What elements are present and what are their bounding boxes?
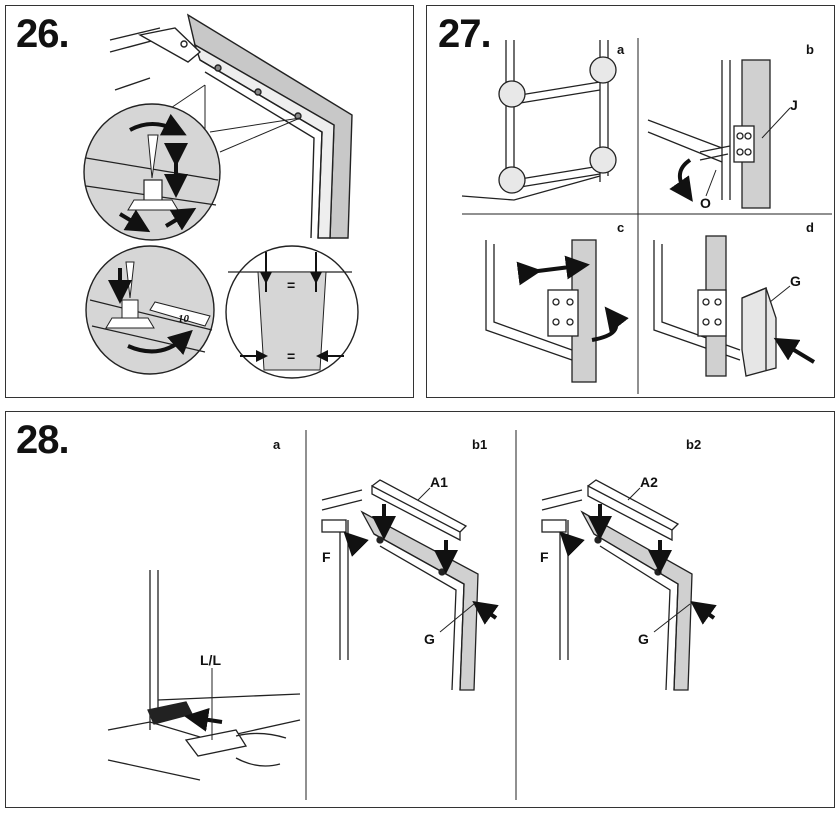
step26-detail-screw-adjust bbox=[83, 103, 221, 241]
sub-label-27d: d bbox=[806, 220, 814, 235]
step28b2-cover-a2 bbox=[541, 479, 717, 691]
callout-g-b2: G bbox=[638, 631, 649, 647]
step27a-door-brackets bbox=[461, 40, 617, 201]
callout-o: O bbox=[700, 195, 711, 211]
sub-label-28b2: b2 bbox=[686, 437, 702, 452]
callout-g-27d: G bbox=[790, 273, 801, 289]
step28a-spacer-tool bbox=[107, 570, 301, 781]
sub-label-28a: a bbox=[273, 437, 281, 452]
equal-sign-top: = bbox=[287, 277, 295, 293]
step27-dividers bbox=[462, 38, 832, 394]
callout-g-b1: G bbox=[424, 631, 435, 647]
step-number-26: 26. bbox=[16, 12, 70, 56]
sub-label-27b: b bbox=[806, 42, 814, 57]
step-number-27: 27. bbox=[438, 12, 492, 56]
step28b1-cover-a1 bbox=[321, 479, 499, 691]
sub-label-28b1: b1 bbox=[472, 437, 488, 452]
step26-detail-gap-equal: = = bbox=[225, 245, 359, 379]
callout-ll: L/L bbox=[200, 652, 221, 668]
step26-detail-wrench: 10 bbox=[85, 245, 215, 375]
sub-label-27a: a bbox=[617, 42, 625, 57]
step27d-cover-insert bbox=[653, 235, 816, 377]
step27c-hinge-adjust bbox=[485, 239, 629, 383]
callout-f-b2: F bbox=[540, 549, 549, 565]
equal-sign-bottom: = bbox=[287, 348, 295, 364]
step28-dividers bbox=[305, 430, 517, 800]
callout-a1: A1 bbox=[430, 474, 448, 490]
callout-a2: A2 bbox=[640, 474, 658, 490]
sub-label-27c: c bbox=[617, 220, 625, 235]
step-number-28: 28. bbox=[16, 418, 70, 462]
step27b-hinge-bracket bbox=[647, 59, 791, 209]
wrench-size-label: 10 bbox=[178, 313, 190, 325]
step26-door-frame bbox=[109, 13, 353, 239]
callout-j: J bbox=[790, 97, 798, 113]
callout-f-b1: F bbox=[322, 549, 331, 565]
